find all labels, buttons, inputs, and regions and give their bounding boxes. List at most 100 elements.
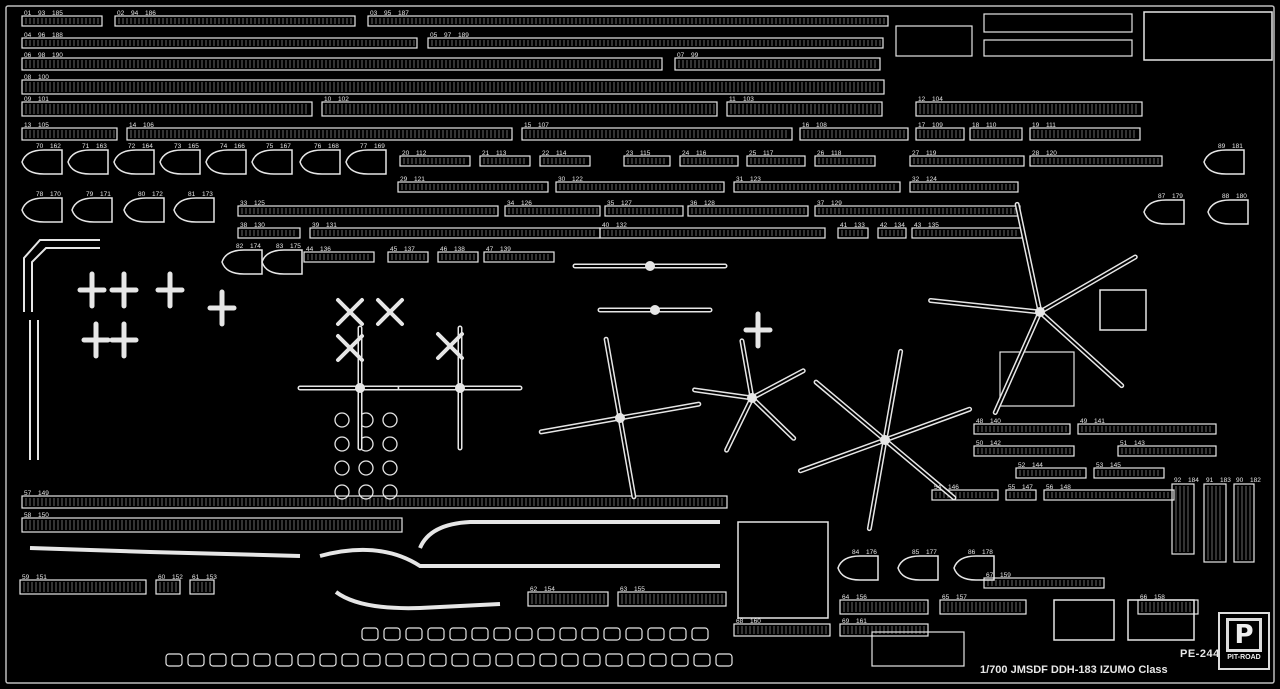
part-number: 136	[320, 246, 331, 253]
railing-part	[21, 79, 885, 95]
part-number: 176	[866, 549, 877, 556]
boat-part	[67, 149, 109, 175]
railing-stanchions	[159, 582, 177, 592]
part-number: 36	[690, 200, 698, 207]
railing-stanchions	[25, 60, 659, 68]
railing-outline	[527, 591, 609, 607]
link-part	[517, 653, 535, 667]
part-number: 41	[840, 222, 848, 229]
railing-outline	[189, 579, 215, 595]
rotor-blade-inner	[884, 350, 902, 441]
railing-part	[427, 37, 884, 49]
railing-stanchions	[431, 40, 881, 46]
railing-part	[983, 577, 1105, 589]
part-number: 23	[626, 150, 634, 157]
railing-stanchions	[843, 602, 925, 612]
railing-outline	[539, 155, 591, 167]
railing-stanchions	[25, 40, 415, 46]
rotor-blade-inner	[799, 439, 886, 472]
part-number: 98	[38, 52, 46, 59]
railing-part	[973, 445, 1075, 457]
rotor-assembly	[797, 348, 973, 532]
railing-part	[799, 127, 909, 141]
railing-outline	[21, 517, 403, 533]
part-number: 53	[1096, 462, 1104, 469]
railing-outline	[114, 15, 356, 27]
part-number: 20	[402, 150, 410, 157]
part-number: 49	[1080, 418, 1088, 425]
part-number: 95	[384, 10, 392, 17]
railing-stanchions	[1019, 470, 1081, 476]
fitting-part	[334, 412, 350, 428]
part-number: 171	[100, 191, 111, 198]
railing-part	[939, 599, 1027, 615]
railing-stanchions	[737, 184, 895, 190]
railing-stanchions	[1081, 426, 1211, 432]
rotor-blade-inner	[540, 417, 621, 433]
part-number: 108	[816, 122, 827, 129]
part-number: 61	[192, 574, 200, 581]
railing-outline	[1171, 483, 1195, 555]
railing-part	[19, 579, 147, 595]
part-number: 101	[38, 96, 49, 103]
railing-outline	[437, 251, 479, 263]
railing-stanchions	[1047, 492, 1169, 498]
pit-road-logo: P PIT-ROAD	[1218, 612, 1270, 670]
part-number: 63	[620, 586, 628, 593]
part-number: 184	[1188, 477, 1199, 484]
railing-part	[21, 57, 663, 71]
part-number: 07	[677, 52, 685, 59]
link-part	[385, 653, 403, 667]
part-number: 39	[312, 222, 320, 229]
x-part	[336, 334, 364, 362]
rotor-assembly	[928, 201, 1138, 415]
railing-outline	[909, 181, 1019, 193]
railing-outline	[931, 489, 999, 501]
railing-stanchions	[1121, 448, 1211, 454]
part-number: 134	[894, 222, 905, 229]
part-number: 128	[704, 200, 715, 207]
part-number: 125	[254, 200, 265, 207]
railing-outline	[617, 591, 727, 607]
part-number: 102	[338, 96, 349, 103]
railing-part	[733, 623, 831, 637]
part-number: 38	[240, 222, 248, 229]
part-number: 163	[96, 143, 107, 150]
link-part	[537, 627, 555, 641]
part-number: 152	[172, 574, 183, 581]
railing-part	[21, 517, 403, 533]
link-part	[691, 627, 709, 641]
railing-part	[674, 57, 881, 71]
railing-stanchions	[621, 594, 723, 604]
link-part	[341, 653, 359, 667]
boat-part	[1203, 149, 1245, 175]
railing-outline	[909, 155, 1025, 167]
part-number: 22	[542, 150, 550, 157]
railing-outline	[126, 127, 513, 141]
part-number: 140	[990, 418, 1001, 425]
part-number: 69	[842, 618, 850, 625]
railing-part	[617, 591, 727, 607]
rotor-hub	[747, 393, 757, 403]
cross-part	[207, 289, 237, 327]
railing-outline	[483, 251, 555, 263]
part-number: 166	[234, 143, 245, 150]
fret-frame	[5, 5, 1275, 684]
boat-part	[123, 197, 165, 223]
part-number: 87	[1158, 193, 1166, 200]
part-number: 35	[607, 200, 615, 207]
railing-part	[539, 155, 591, 167]
link-part	[253, 653, 271, 667]
part-number: 97	[444, 32, 452, 39]
railing-stanchions	[531, 594, 605, 604]
link-part	[165, 653, 183, 667]
boat-part	[299, 149, 341, 175]
railing-stanchions	[1009, 492, 1031, 498]
railing-part	[1077, 423, 1217, 435]
cross-part	[743, 311, 773, 349]
part-number: 122	[572, 176, 583, 183]
part-number: 139	[500, 246, 511, 253]
part-number: 150	[38, 512, 49, 519]
part-number: 01	[24, 10, 32, 17]
part-number: 43	[914, 222, 922, 229]
